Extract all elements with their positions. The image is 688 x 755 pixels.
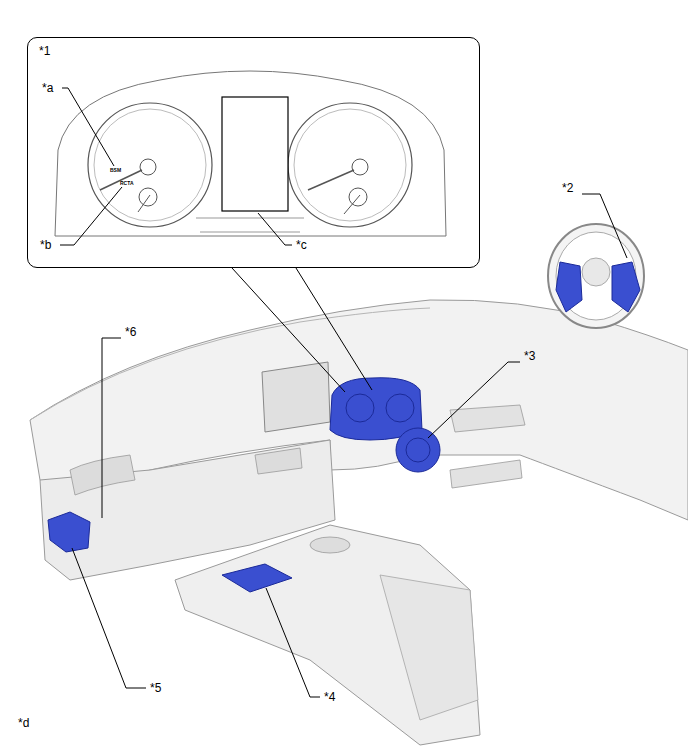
cup-holder bbox=[310, 537, 350, 553]
needle bbox=[344, 195, 360, 214]
switch-panel bbox=[450, 405, 525, 432]
tachometer bbox=[288, 103, 412, 227]
callout-number: *1 bbox=[28, 38, 50, 58]
callout-label: *3 bbox=[524, 349, 535, 363]
leader-line bbox=[258, 213, 292, 245]
callout-line bbox=[232, 268, 345, 392]
ecu-module bbox=[48, 512, 90, 552]
steering-switch bbox=[612, 262, 640, 312]
meter-gauge bbox=[386, 394, 414, 422]
inset-box: *1 bbox=[27, 37, 480, 268]
callout-label: *b bbox=[40, 238, 51, 252]
callout-label: *5 bbox=[150, 681, 161, 695]
inset-ground bbox=[27, 37, 480, 268]
needle-hub bbox=[140, 159, 156, 175]
callout-label: *d bbox=[18, 716, 29, 730]
leader-line bbox=[102, 338, 121, 518]
multi-info-display bbox=[222, 97, 288, 211]
callout-label: *a bbox=[42, 81, 53, 95]
steering-wheel bbox=[548, 224, 644, 328]
steering-switch bbox=[556, 262, 582, 312]
armrest bbox=[380, 575, 478, 720]
center-console bbox=[175, 525, 480, 745]
switch-panel bbox=[450, 460, 522, 488]
callout-label: *4 bbox=[324, 690, 335, 704]
ecu-module bbox=[222, 564, 292, 592]
leader-line bbox=[266, 588, 320, 697]
spiral-cable bbox=[396, 428, 440, 472]
needle bbox=[138, 195, 150, 212]
spiral-cable-ring bbox=[406, 438, 430, 462]
needle bbox=[308, 170, 354, 190]
speedometer-ring bbox=[94, 109, 206, 221]
leader-line bbox=[582, 194, 627, 258]
leader-line bbox=[72, 548, 146, 688]
meter-outline bbox=[55, 71, 446, 236]
speedometer bbox=[88, 103, 212, 227]
needle bbox=[100, 170, 142, 190]
leader-line bbox=[428, 362, 520, 438]
display-screen bbox=[262, 362, 330, 432]
indicator-text: BSM bbox=[110, 167, 121, 173]
callout-label: *c bbox=[296, 238, 307, 252]
tachometer-ring bbox=[294, 109, 406, 221]
needle-hub bbox=[352, 159, 368, 175]
callout-label: *2 bbox=[562, 181, 573, 195]
callout-line bbox=[296, 268, 372, 390]
steering-hub bbox=[582, 258, 610, 286]
leader-line bbox=[62, 88, 114, 166]
meter-gauge bbox=[346, 394, 374, 422]
meter-bezel bbox=[196, 218, 304, 232]
vent bbox=[255, 448, 302, 474]
callout-label: *6 bbox=[125, 325, 136, 339]
leader-line bbox=[60, 187, 122, 245]
indicator-text: RCTA bbox=[120, 180, 134, 186]
